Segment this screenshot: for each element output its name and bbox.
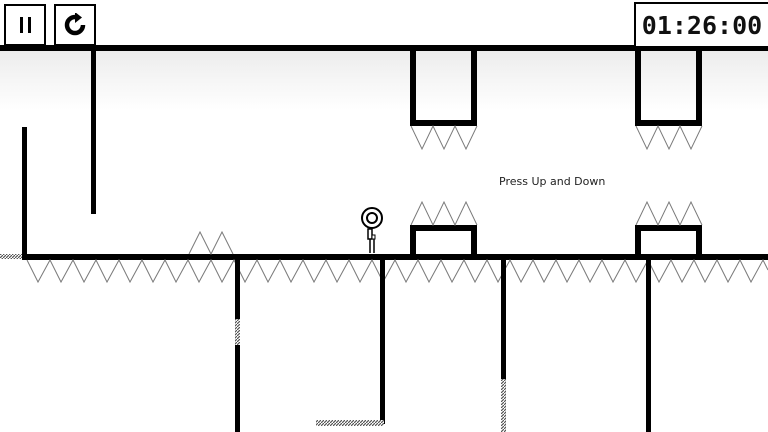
lower-wall-3 bbox=[501, 257, 506, 381]
hatched-ledge-bottom bbox=[316, 420, 384, 426]
floor-spikes-under bbox=[26, 258, 768, 284]
player-character bbox=[361, 207, 383, 253]
lower-wall-1-top bbox=[235, 257, 240, 319]
hanging-wall bbox=[91, 50, 96, 214]
lower-wall-3-hatched bbox=[501, 379, 506, 432]
ceiling-block-2 bbox=[635, 50, 703, 151]
floor-block-1 bbox=[410, 200, 478, 257]
timer-display: 01:26:00 bbox=[634, 2, 768, 48]
left-wall bbox=[22, 127, 27, 259]
pause-button[interactable] bbox=[4, 4, 46, 46]
floor-wall bbox=[22, 254, 768, 260]
hatched-ledge-left bbox=[0, 254, 22, 259]
lower-wall-2 bbox=[380, 257, 385, 424]
hint-text: Press Up and Down bbox=[499, 175, 606, 188]
restart-icon bbox=[64, 13, 86, 36]
lower-wall-4 bbox=[646, 257, 651, 432]
ceiling-wall bbox=[0, 45, 768, 51]
pause-icon bbox=[19, 17, 31, 33]
floor-spikes-top-left bbox=[188, 230, 234, 256]
lower-wall-1-bottom bbox=[235, 345, 240, 432]
lower-wall-1-hatched bbox=[235, 319, 240, 365]
restart-button[interactable] bbox=[54, 4, 96, 46]
ceiling-block-1 bbox=[410, 50, 478, 151]
floor-block-2 bbox=[635, 200, 703, 257]
